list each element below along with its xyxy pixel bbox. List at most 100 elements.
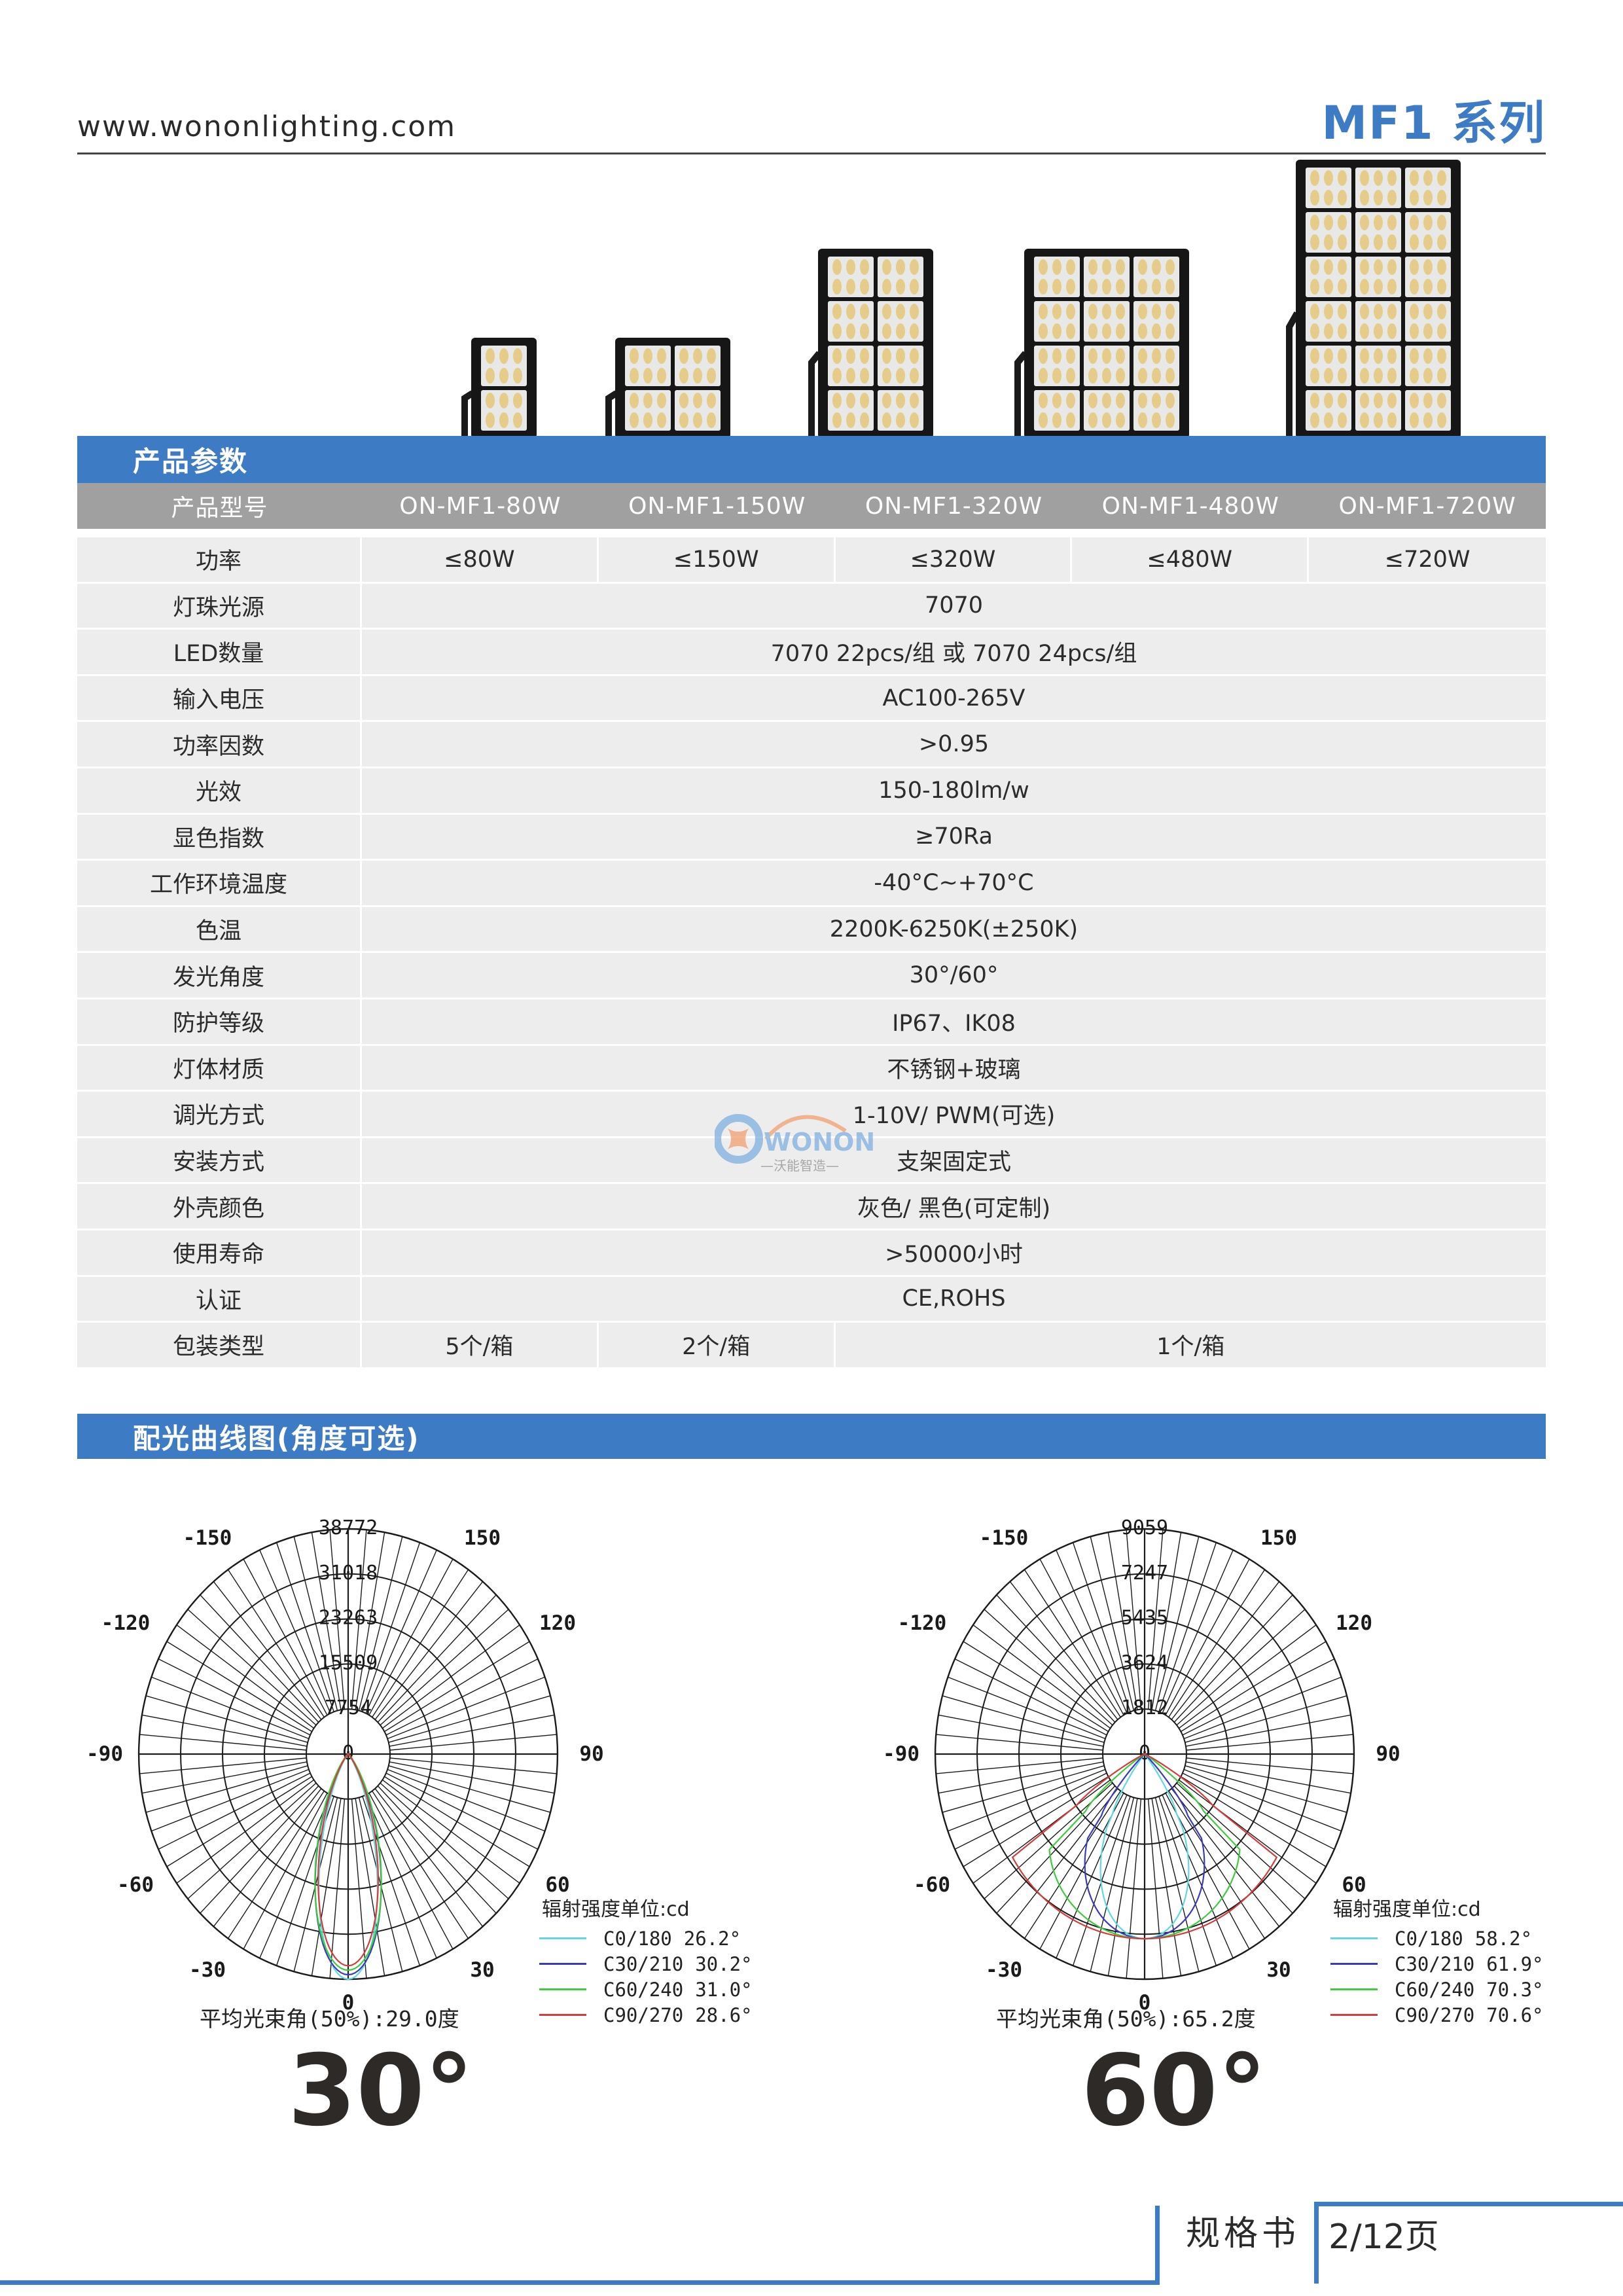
spec-value: 7070 22pcs/组 或 7070 24pcs/组 (362, 630, 1546, 674)
spec-value: 不锈钢+玻璃 (362, 1045, 1546, 1090)
svg-text:23263: 23263 (319, 1607, 378, 1630)
spec-row: 使用寿命>50000小时 (77, 1230, 1546, 1275)
spec-label: 功率因数 (77, 722, 360, 766)
spec-label: 包装类型 (77, 1323, 360, 1367)
legend-beam-angle: 31.0° (695, 1978, 753, 2001)
legend-beam-angle: 30.2° (695, 1952, 753, 1975)
spec-value: ≤720W (1309, 537, 1546, 582)
curve-section-header: 配光曲线图(角度可选) (77, 1414, 1546, 1459)
spec-label: 功率 (77, 537, 360, 582)
svg-text:-30: -30 (986, 1958, 1022, 1982)
svg-text:60: 60 (1342, 1873, 1366, 1897)
legend-beam-angle: 70.3° (1486, 1978, 1544, 2001)
legend-unit-label: 辐射强度单位:cd (1333, 1898, 1481, 1921)
legend-beam-angle: 61.9° (1486, 1952, 1544, 1975)
footer-left-rule (0, 2206, 1160, 2285)
floodlight-product-image (1286, 160, 1464, 452)
mean-beam-angle: 平均光束角(50%):65.2度 (996, 2006, 1256, 2032)
model-header-row: 产品型号 ON-MF1-80W ON-MF1-150W ON-MF1-320W … (77, 483, 1546, 529)
spec-value: 7070 (362, 583, 1546, 628)
svg-text:120: 120 (1336, 1611, 1372, 1635)
spec-row: 显色指数≥70Ra (77, 814, 1546, 859)
footer-doc-label: 规格书 (1186, 2214, 1300, 2253)
spec-row: 工作环境温度-40°C~+70°C (77, 861, 1546, 905)
svg-text:-60: -60 (914, 1873, 950, 1897)
spec-value: 2200K-6250K(±250K) (362, 906, 1546, 952)
spec-row: 功率因数>0.95 (77, 722, 1546, 766)
spec-label: 输入电压 (77, 675, 360, 721)
spec-label: 色温 (77, 906, 360, 952)
product-image-row (419, 160, 1546, 452)
spec-row: 外壳颜色灰色/ 黑色(可定制) (77, 1184, 1546, 1229)
beam-angle-title: 30° (288, 2034, 474, 2148)
footer-right-frame (1314, 2202, 1623, 2284)
svg-text:31018: 31018 (319, 1562, 378, 1585)
spec-label: 防护等级 (77, 999, 360, 1044)
svg-text:60: 60 (545, 1873, 569, 1897)
legend-series-name: C60/240 (1395, 1978, 1475, 2001)
svg-text:15509: 15509 (319, 1651, 378, 1674)
svg-text:90: 90 (579, 1742, 603, 1766)
legend-series-name: C90/270 (1395, 2003, 1475, 2026)
spec-value: 1个/箱 (835, 1323, 1546, 1367)
curve-section-title: 配光曲线图(角度可选) (133, 1422, 420, 1454)
spec-value: CE,ROHS (362, 1276, 1546, 1321)
model-name: ON-MF1-80W (399, 492, 562, 520)
spec-value: >50000小时 (362, 1230, 1546, 1275)
spec-label: 调光方式 (77, 1092, 360, 1136)
svg-text:-120: -120 (101, 1611, 151, 1635)
svg-text:38772: 38772 (319, 1516, 378, 1539)
model-name: ON-MF1-320W (865, 492, 1043, 520)
wonon-watermark-logo: WONON —沃能智造— (713, 1113, 911, 1178)
legend-unit-label: 辐射强度单位:cd (542, 1898, 690, 1921)
legend-series-name: C60/240 (603, 1978, 684, 2001)
spec-row: 灯体材质不锈钢+玻璃 (77, 1045, 1546, 1090)
svg-text:-30: -30 (189, 1958, 226, 1982)
svg-text:-150: -150 (980, 1526, 1029, 1550)
spec-row: 功率≤80W≤150W≤320W≤480W≤720W (77, 537, 1546, 582)
svg-text:3624: 3624 (1121, 1651, 1168, 1674)
spec-value: 灰色/ 黑色(可定制) (362, 1184, 1546, 1229)
svg-text:0: 0 (1139, 1991, 1151, 2015)
svg-text:-120: -120 (898, 1611, 947, 1635)
svg-text:30: 30 (1266, 1958, 1291, 1982)
spec-value: 支架固定式 (362, 1138, 1546, 1183)
spec-value: ≥70Ra (362, 814, 1546, 859)
svg-text:-90: -90 (86, 1742, 123, 1766)
spec-section-title: 产品参数 (133, 445, 249, 478)
spec-value: 5个/箱 (362, 1323, 597, 1367)
model-name: ON-MF1-480W (1101, 492, 1279, 520)
floodlight-product-image (605, 338, 734, 452)
spec-label: 发光角度 (77, 953, 360, 997)
legend-series-name: C0/180 (1395, 1927, 1463, 1950)
legend-item: C60/240 31.0° (539, 1977, 753, 2002)
svg-text:0: 0 (342, 1991, 355, 2015)
spec-value: IP67、IK08 (362, 999, 1546, 1044)
svg-text:1812: 1812 (1121, 1696, 1168, 1719)
spec-label: 灯体材质 (77, 1045, 360, 1090)
svg-text:120: 120 (539, 1611, 576, 1635)
website-url: www.wononlighting.com (77, 110, 457, 143)
svg-text:-90: -90 (883, 1742, 919, 1766)
spec-value: 150-180lm/w (362, 768, 1546, 813)
legend-item: C60/240 70.3° (1330, 1977, 1544, 2002)
spec-label: LED数量 (77, 630, 360, 674)
floodlight-product-image (461, 338, 540, 452)
spec-row: 安装方式支架固定式 (77, 1138, 1546, 1183)
legend-swatch-icon (539, 2014, 586, 2016)
page-number: 2/12页 (1329, 2217, 1439, 2257)
model-name: ON-MF1-150W (628, 492, 806, 520)
svg-text:—沃能智造—: —沃能智造— (760, 1158, 839, 1174)
